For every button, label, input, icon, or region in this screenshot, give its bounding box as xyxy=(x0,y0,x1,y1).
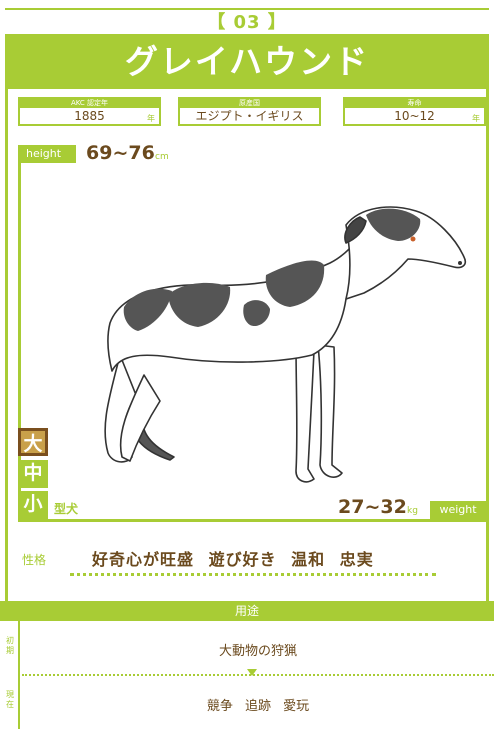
akc-year-value: 1885 xyxy=(74,109,105,123)
breed-name: グレイハウンド xyxy=(124,42,370,81)
frame-bottom-line xyxy=(18,519,486,522)
lifespan-unit: 年 xyxy=(472,114,480,123)
usage-divider xyxy=(22,674,494,676)
size-small: 小 xyxy=(18,491,48,519)
usage-now-value: 競争 追跡 愛玩 xyxy=(206,699,310,714)
usage-now-label: 現在 xyxy=(6,690,14,709)
height-value: 69~76 xyxy=(86,142,155,164)
down-arrow-icon xyxy=(247,669,257,676)
origin-value: エジプト・イギリス xyxy=(195,109,304,123)
personality-label: 性格 xyxy=(22,553,47,567)
greyhound-dog-illustration xyxy=(104,206,467,483)
usage-title: 用途 xyxy=(234,604,259,618)
origin-box: 原産国 エジプト・イギリス xyxy=(178,97,321,126)
akc-year-label: AKC 認定年 xyxy=(20,99,159,108)
personality-divider xyxy=(70,573,436,576)
height-tag: height xyxy=(18,145,76,163)
lifespan-box: 寿命 10~12 年 xyxy=(343,97,486,126)
usage-side-column xyxy=(0,621,20,729)
usage-early-label: 初期 xyxy=(6,636,14,655)
size-caption: 型犬 xyxy=(54,502,79,516)
size-medium: 中 xyxy=(18,460,48,488)
origin-label: 原産国 xyxy=(180,99,319,108)
size-large: 大 xyxy=(18,428,48,456)
card-number: 【 03 】 xyxy=(207,12,287,33)
frame-left-outer xyxy=(5,34,8,601)
usage-early-value: 大動物の狩猟 xyxy=(218,644,297,659)
frame-right-outer xyxy=(486,34,489,601)
frame-left-inner xyxy=(18,163,21,521)
weight-unit: kg xyxy=(407,506,418,516)
personality-value: 好奇心が旺盛 遊び好き 温和 忠実 xyxy=(92,550,374,569)
title-bar: グレイハウンド xyxy=(5,34,489,89)
lifespan-label: 寿命 xyxy=(345,99,484,108)
akc-year-unit: 年 xyxy=(147,114,155,123)
frame-top xyxy=(5,8,489,10)
weight-tag: weight xyxy=(430,501,486,519)
akc-year-box: AKC 認定年 1885 年 xyxy=(18,97,161,126)
lifespan-value: 10~12 xyxy=(394,109,435,123)
usage-header-bar xyxy=(0,601,494,621)
weight-value: 27~32 xyxy=(338,496,407,518)
height-unit: cm xyxy=(155,152,169,162)
